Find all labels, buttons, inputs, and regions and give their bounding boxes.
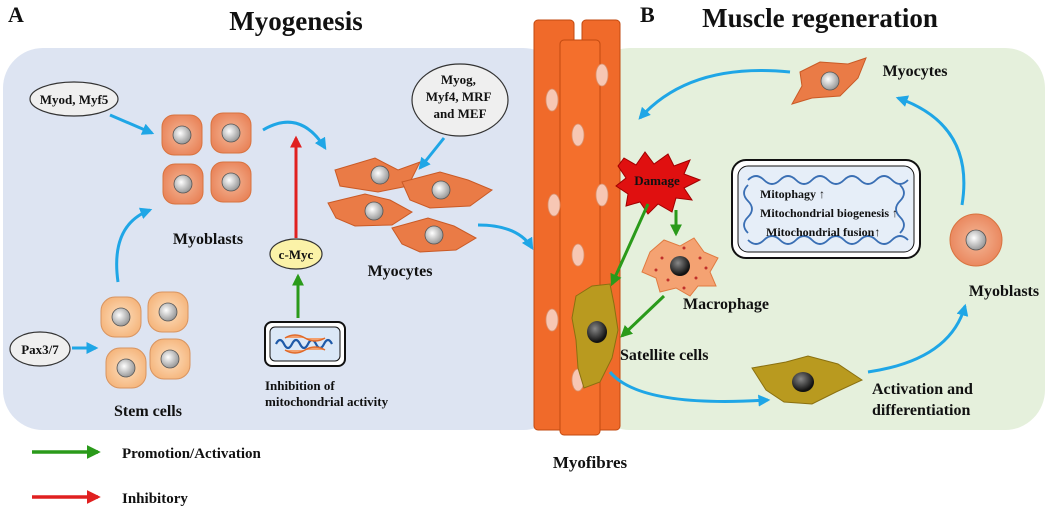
inhibition-line-2: mitochondrial activity — [265, 394, 389, 409]
stem-cell-cluster — [100, 291, 191, 389]
activated-satellite-cell — [751, 355, 864, 405]
arrow-myoblasts-to-myocytes — [262, 120, 327, 151]
macrophage-label: Macrophage — [683, 296, 769, 313]
cmyc-label: c-Myc — [279, 247, 314, 262]
arrow-myocytes-to-fibres — [477, 223, 534, 251]
fibre-nucleus — [571, 243, 585, 267]
cmyc-bubble — [269, 238, 323, 270]
myocyte-group-a — [327, 157, 494, 253]
mito-effect-3: Mitochondrial fusion↑ — [766, 225, 880, 239]
mito-effect-2: Mitochondrial biogenesis ↑ — [760, 206, 898, 220]
late-factors-label: Myog, Myf4, MRF and MEF — [426, 72, 494, 121]
panel-b-letter: B — [640, 2, 655, 27]
panel-a-letter: A — [8, 2, 24, 27]
mitochondrion-icon — [264, 321, 346, 367]
damage-label: Damage — [634, 173, 680, 188]
myocyte-cell — [334, 157, 422, 193]
myoblast-cell — [161, 114, 203, 156]
stem-cells-label: Stem cells — [114, 403, 182, 420]
panel-a-title: Myogenesis — [229, 6, 362, 36]
activation-line-2: differentiation — [872, 402, 970, 419]
activation-label: Activation and differentiation — [872, 381, 977, 419]
myoblast-cell — [210, 161, 252, 203]
inhibition-line-1: Inhibition of — [265, 378, 335, 393]
late-factors-bubble — [411, 63, 509, 137]
myoblast-cell — [162, 163, 204, 205]
myocyte-cell — [391, 217, 478, 253]
macrophage-cell — [641, 237, 719, 297]
myod-myf5-label: Myod, Myf5 — [40, 92, 109, 107]
myocyte-cell — [401, 171, 494, 209]
inhibition-label: Inhibition of mitochondrial activity — [265, 378, 389, 409]
myocyte-cell-b — [790, 57, 867, 105]
stem-cell — [105, 347, 147, 389]
stem-cell — [147, 291, 189, 333]
late-factors-line-1: Myog, — [441, 72, 476, 87]
arrow-satellite-to-activated — [608, 371, 771, 407]
myod-myf5-bubble — [29, 81, 119, 117]
myoblasts-label: Myoblasts — [173, 231, 243, 248]
fibre-nucleus — [545, 308, 559, 332]
fibre-nucleus — [545, 88, 559, 112]
stem-cell — [100, 296, 142, 338]
arrow-stem-to-myoblasts — [115, 207, 153, 283]
damage-burst — [615, 151, 702, 215]
satellite-cell — [571, 283, 619, 389]
activation-line-1: Activation and — [872, 381, 973, 398]
myofibres-label: Myofibres — [553, 453, 628, 472]
myoblasts-label-b: Myoblasts — [969, 283, 1039, 300]
late-factors-line-3: and MEF — [433, 106, 486, 121]
mito-effect-1: Mitophagy ↑ — [760, 187, 825, 201]
fibre-nucleus — [571, 123, 585, 147]
pax-bubble — [9, 331, 71, 367]
panel-a-background — [3, 48, 563, 430]
mitochondria-effects-box — [731, 159, 921, 259]
pax-label: Pax3/7 — [21, 342, 59, 357]
fibre-nucleus — [595, 183, 609, 207]
myoblast-cell — [210, 112, 252, 154]
legend-promotion-label: Promotion/Activation — [122, 446, 262, 462]
fibre-nucleus — [547, 193, 561, 217]
myocytes-label-a: Myocytes — [368, 263, 433, 280]
arrow-myocytes-to-fibres-b — [638, 68, 791, 120]
arrow-myod-to-myoblasts — [109, 113, 155, 135]
arrow-factors-to-myocytes — [418, 137, 446, 170]
fibre-nucleus — [595, 63, 609, 87]
legend-inhibitory-label: Inhibitory — [122, 491, 188, 507]
panel-b-title: Muscle regeneration — [702, 3, 938, 33]
myofibres — [533, 19, 621, 436]
arrow-macrophage-to-satellite — [620, 294, 666, 338]
late-factors-line-2: Myf4, MRF — [426, 89, 492, 104]
myocyte-cell — [327, 193, 413, 227]
arrow-damage-to-satellite — [610, 203, 650, 287]
stem-cell — [149, 338, 191, 380]
cristae-membrane — [743, 175, 909, 245]
arrow-activation-to-myoblasts — [867, 303, 969, 374]
myoblast-cluster — [161, 112, 252, 205]
arrow-myoblasts-to-myocytes-b — [895, 95, 966, 206]
satellite-label: Satellite cells — [620, 347, 708, 364]
myoblast-cell-b — [949, 213, 1003, 267]
myocytes-label-b: Myocytes — [883, 63, 948, 80]
legend: Promotion/Activation Inhibitory — [32, 445, 262, 507]
